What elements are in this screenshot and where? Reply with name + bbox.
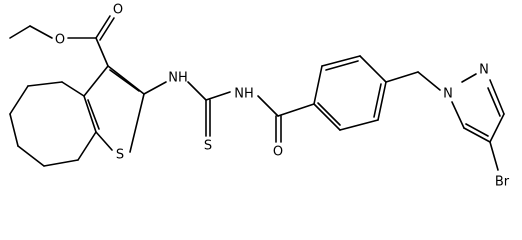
atom-label-ester-carbonyl-oxygen: O: [113, 3, 123, 18]
atom-label-pyrazole-n1: N: [443, 87, 453, 102]
atom-label-nh-amide-side: NH: [234, 87, 254, 102]
atom-label-thiocarbonyl-sulfur: S: [204, 139, 212, 154]
ethyl-ester-bonds: [9, 15, 115, 67]
atom-label-bromine: Br: [495, 175, 510, 190]
atom-labels: O O S NH S NH O N N Br: [55, 3, 510, 190]
atom-label-nh-thiophene-side: NH: [168, 71, 188, 86]
methylene-linker-bonds: [385, 71, 441, 91]
benzene-ring-bonds: [313, 55, 387, 131]
pyrazole-ring-bonds: [451, 73, 505, 171]
thiourea-bonds: [143, 81, 231, 137]
atom-label-ester-oxygen: O: [55, 33, 65, 48]
chemical-structure-drawing: O O S NH S NH O N N Br: [9, 3, 510, 190]
thiophene-ring-bonds: [83, 65, 145, 153]
amide-bonds: [257, 95, 315, 143]
atom-label-amide-oxygen: O: [273, 145, 283, 160]
cycloheptane-ring-bonds: [9, 81, 97, 167]
atom-label-pyrazole-n2: N: [479, 63, 489, 78]
atom-label-thiophene-sulfur: S: [116, 148, 124, 163]
